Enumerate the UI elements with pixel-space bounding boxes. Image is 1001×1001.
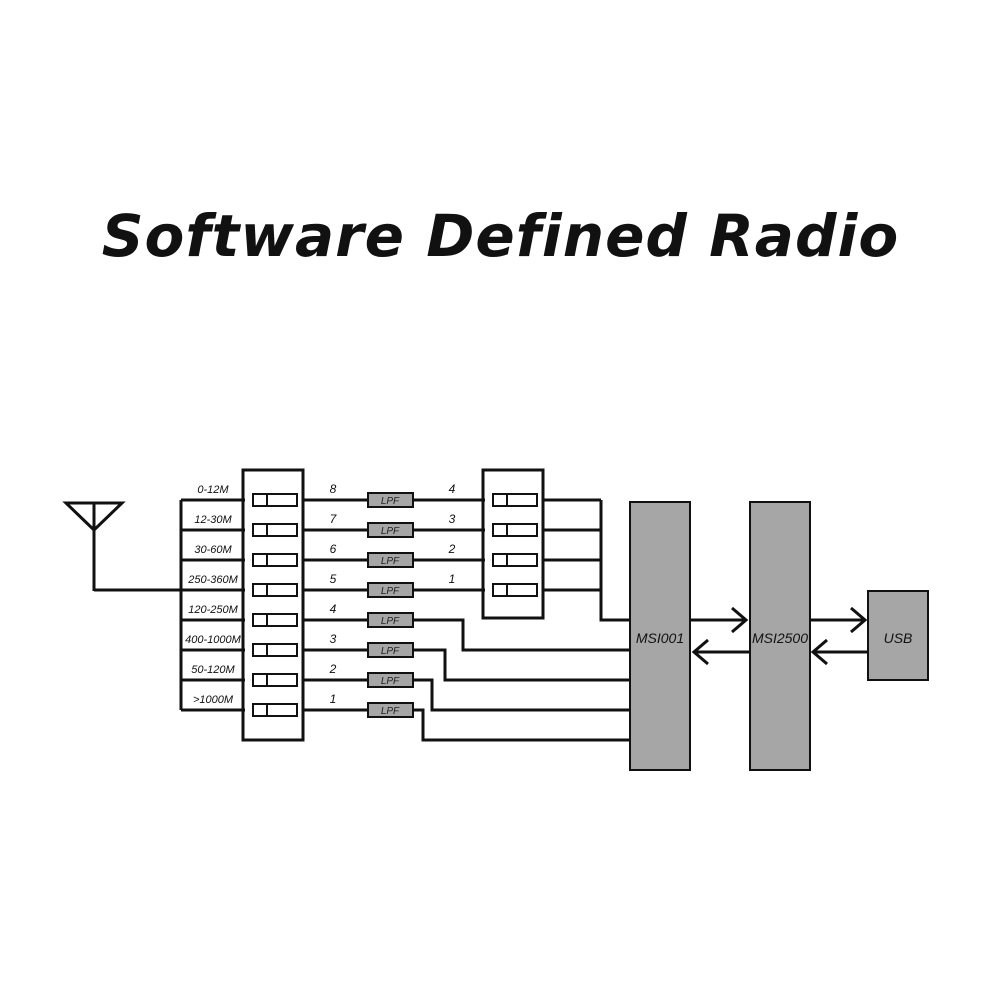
lpf-label: LPF xyxy=(381,496,400,507)
switch-cell-left xyxy=(252,703,268,717)
lpf-to-msi001-line xyxy=(413,648,632,682)
lpf-label: LPF xyxy=(381,586,400,597)
msi001-label: MSI001 xyxy=(636,630,684,646)
switch-cell-left xyxy=(492,583,508,597)
switch-cell-right xyxy=(506,493,538,507)
switch-cell-right xyxy=(506,553,538,567)
switch-channel-number: 3 xyxy=(330,632,337,646)
switch-cell-left xyxy=(492,523,508,537)
switch-cell-right xyxy=(266,613,298,627)
lpf-label: LPF xyxy=(381,646,400,657)
lpf-label: LPF xyxy=(381,526,400,537)
msi2500-to-usb-arrow xyxy=(810,606,868,634)
switch-channel-number: 6 xyxy=(330,542,337,556)
band-label: 30-60M xyxy=(194,544,232,556)
right-switch-number: 4 xyxy=(449,482,456,496)
band-label: >1000M xyxy=(193,694,234,706)
switch-channel-number: 7 xyxy=(330,512,338,526)
usb-to-msi2500-arrow xyxy=(810,638,868,666)
right-switch-number: 3 xyxy=(449,512,456,526)
switch-cell-left xyxy=(252,583,268,597)
switch-cell-right xyxy=(506,583,538,597)
msi2500-chip xyxy=(749,501,811,771)
usb-label: USB xyxy=(884,630,913,646)
switch-cell-left xyxy=(252,523,268,537)
band-label: 12-30M xyxy=(194,514,232,526)
antenna-icon xyxy=(62,501,182,592)
switch-cell-left xyxy=(252,493,268,507)
switch-cell-right xyxy=(266,583,298,597)
band-label: 50-120M xyxy=(191,664,235,676)
switch-channel-number: 5 xyxy=(330,572,337,586)
switch-cell-left xyxy=(492,553,508,567)
switch-cell-left xyxy=(252,553,268,567)
lpf-to-msi001-line xyxy=(413,708,632,742)
switch-cell-right xyxy=(266,523,298,537)
band-label: 400-1000M xyxy=(185,634,241,646)
switch-cell-right xyxy=(266,643,298,657)
switch-channel-number: 4 xyxy=(330,602,337,616)
msi001-chip xyxy=(629,501,691,771)
right-switch-number: 1 xyxy=(449,572,456,586)
msi2500-label: MSI2500 xyxy=(752,630,808,646)
lpf-to-msi001-line xyxy=(413,618,632,652)
lpf-label: LPF xyxy=(381,706,400,717)
diagram-title: Software Defined Radio xyxy=(101,202,900,270)
switch-cell-left xyxy=(252,673,268,687)
switch-cell-right xyxy=(266,673,298,687)
lpf-label: LPF xyxy=(381,556,400,567)
switch-channel-number: 2 xyxy=(329,662,337,676)
left-band-switch xyxy=(241,468,305,742)
switch-cell-right xyxy=(266,703,298,717)
switch-channel-number: 8 xyxy=(330,482,337,496)
switch-cell-left xyxy=(252,643,268,657)
lpf-label: LPF xyxy=(381,616,400,627)
band-label: 250-360M xyxy=(187,574,238,586)
switch-cell-right xyxy=(506,523,538,537)
band-label: 0-12M xyxy=(197,484,229,496)
msi001-to-msi2500-arrow xyxy=(690,606,749,634)
lpf-to-msi001-line xyxy=(413,678,632,712)
lpf-label: LPF xyxy=(381,676,400,687)
msi2500-to-msi001-arrow xyxy=(691,638,750,666)
switch-cell-left xyxy=(492,493,508,507)
switch-cell-left xyxy=(252,613,268,627)
right-switch-to-msi001 xyxy=(599,500,632,622)
switch-cell-right xyxy=(266,493,298,507)
switch-channel-number: 1 xyxy=(330,692,337,706)
right-switch-number: 2 xyxy=(448,542,456,556)
switch-cell-right xyxy=(266,553,298,567)
band-label: 120-250M xyxy=(188,604,238,616)
usb-block xyxy=(867,590,929,681)
